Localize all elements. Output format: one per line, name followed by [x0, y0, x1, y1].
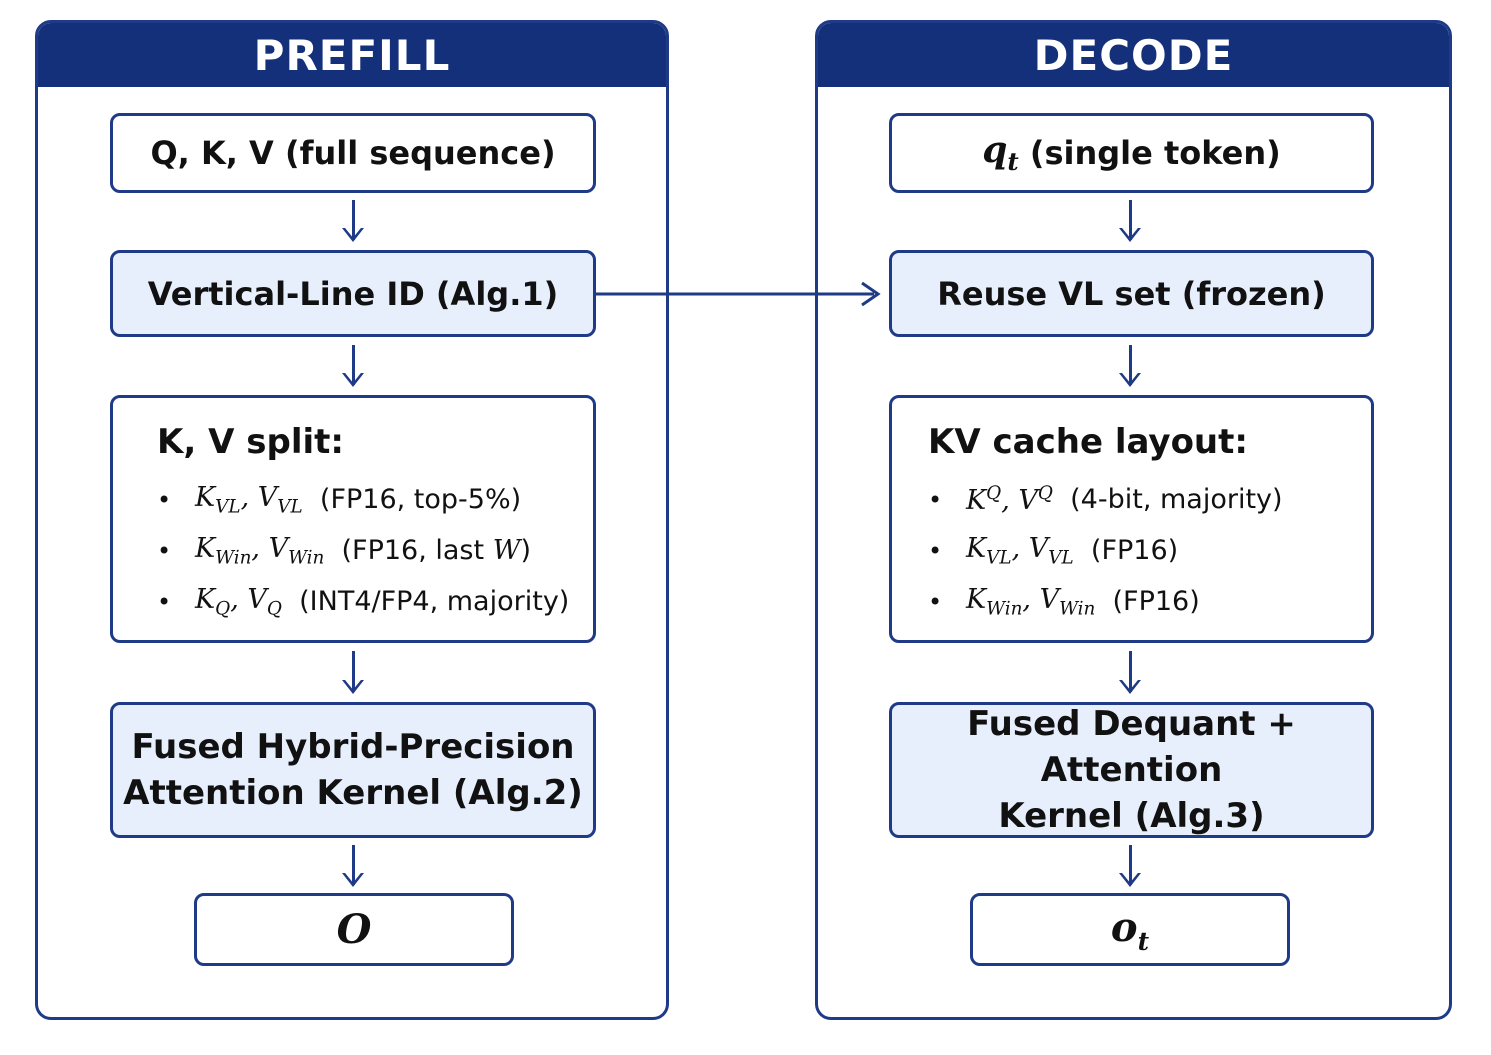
kv-cache-item-text: (FP16)	[1112, 586, 1200, 617]
prefill-input-label: Q, K, V (full sequence)	[150, 134, 556, 172]
kv-split-item: • KQ, VQ (INT4/FP4, majority)	[157, 583, 570, 620]
kv-cache-item: • KWin, VWin (FP16)	[928, 583, 1200, 620]
prefill-kernel-line1: Fused Hybrid-Precision	[131, 727, 575, 767]
kv-split-title: K, V split:	[157, 422, 344, 462]
kv-split-box: K, V split: • KVL, VVL (FP16, top-5%) • …	[110, 395, 596, 643]
decode-header: DECODE	[818, 23, 1449, 87]
kv-cache-item-text: (FP16)	[1090, 535, 1179, 566]
decode-output-var: o	[1110, 903, 1138, 951]
reuse-vl-box: Reuse VL set (frozen)	[889, 250, 1374, 337]
kv-cache-title: KV cache layout:	[928, 422, 1248, 462]
decode-kernel-line1: Fused Dequant + Attention	[967, 704, 1296, 790]
kv-cache-item-text: (4-bit, majority)	[1070, 484, 1283, 515]
decode-input-var: q	[982, 129, 1008, 172]
kv-split-item: • KVL, VVL (FP16, top-5%)	[157, 481, 522, 518]
reuse-vl-label: Reuse VL set (frozen)	[937, 274, 1326, 313]
decode-kernel-box: Fused Dequant + Attention Kernel (Alg.3)	[889, 702, 1374, 838]
decode-input-label: (single token)	[1029, 134, 1281, 172]
vertical-line-id-label: Vertical-Line ID (Alg.1)	[147, 274, 559, 313]
prefill-kernel-line2: Attention Kernel (Alg.2)	[123, 773, 583, 813]
decode-output-box: ot	[970, 893, 1290, 966]
prefill-header: PREFILL	[38, 23, 666, 87]
prefill-kernel-box: Fused Hybrid-Precision Attention Kernel …	[110, 702, 596, 838]
prefill-output-label: O	[336, 906, 372, 953]
vertical-line-id-box: Vertical-Line ID (Alg.1)	[110, 250, 596, 337]
decode-input-box: qt (single token)	[889, 113, 1374, 193]
kv-cache-item: • KVL, VVL (FP16)	[928, 532, 1179, 569]
kv-split-item-text: (FP16, top-5%)	[319, 484, 522, 515]
kv-split-item-text: (FP16, last	[341, 535, 485, 566]
prefill-input-box: Q, K, V (full sequence)	[110, 113, 596, 193]
prefill-output-box: O	[194, 893, 514, 966]
decode-kernel-line2: Kernel (Alg.3)	[998, 796, 1265, 836]
kv-cache-item: • KQ, VQ (4-bit, majority)	[928, 483, 1283, 516]
kv-split-item: • KWin, VWin (FP16, last W)	[157, 532, 531, 569]
kv-split-item-text: (INT4/FP4, majority)	[299, 586, 570, 617]
kv-cache-box: KV cache layout: • KQ, VQ (4-bit, majori…	[889, 395, 1374, 643]
